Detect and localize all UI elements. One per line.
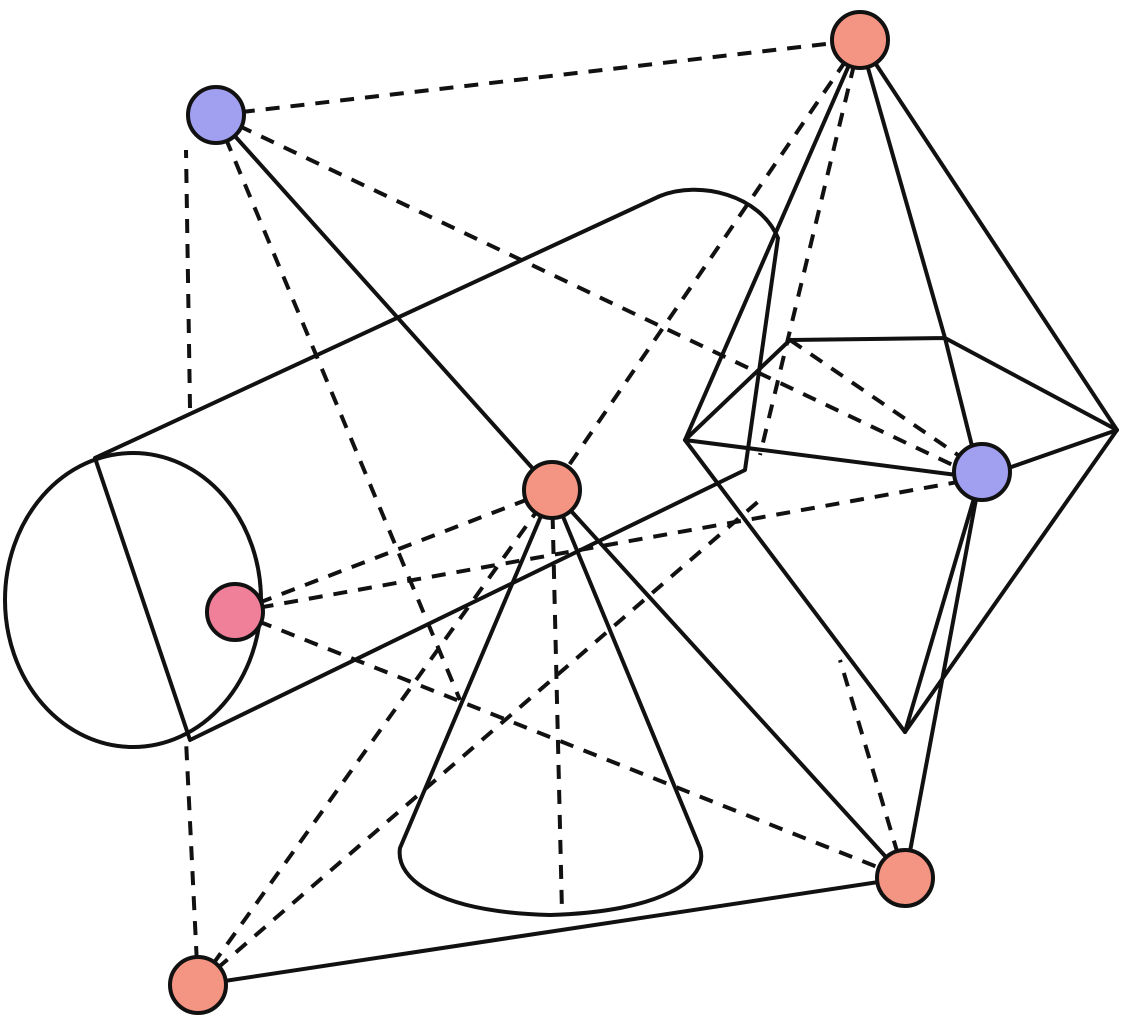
- cone-body: [397, 488, 704, 917]
- connector-dashed: [234, 610, 906, 880]
- octahedron-body: [683, 38, 1119, 734]
- vertex-center: [522, 460, 582, 520]
- dashed-connectors: [184, 38, 981, 987]
- cone-axis: [550, 489, 564, 913]
- octahedron-hidden-edges: [758, 39, 960, 457]
- vertex-octahedron-right: [952, 442, 1012, 502]
- connector-dashed: [838, 659, 907, 879]
- connector-dashed: [550, 38, 862, 492]
- connector-dashed: [214, 114, 462, 701]
- connector-dashed: [215, 38, 861, 117]
- cone: [397, 488, 704, 917]
- connector-dashed: [215, 113, 981, 480]
- connector-solid: [903, 476, 982, 880]
- vertex-bottom-right: [875, 848, 935, 908]
- connector-dashed: [234, 476, 981, 614]
- connector-solid: [196, 876, 907, 987]
- connector-dashed: [184, 739, 200, 986]
- connector-dashed: [234, 488, 553, 614]
- cylinder-body: [93, 187, 780, 742]
- solid-connectors: [196, 113, 982, 987]
- vertex-cylinder-face: [205, 582, 265, 642]
- octahedron: [683, 38, 1119, 734]
- cylinder-hidden-edge: [184, 149, 192, 409]
- cylinder: [3, 149, 780, 749]
- connector-dashed: [196, 488, 554, 987]
- vertex-top-left: [186, 85, 246, 145]
- connector-solid: [550, 488, 907, 880]
- vertex-bottom-left: [168, 955, 228, 1015]
- vertex-top-right: [830, 10, 890, 70]
- octahedron-edges: [683, 38, 1119, 734]
- vertices: [168, 10, 1012, 1015]
- connector-solid: [214, 113, 554, 492]
